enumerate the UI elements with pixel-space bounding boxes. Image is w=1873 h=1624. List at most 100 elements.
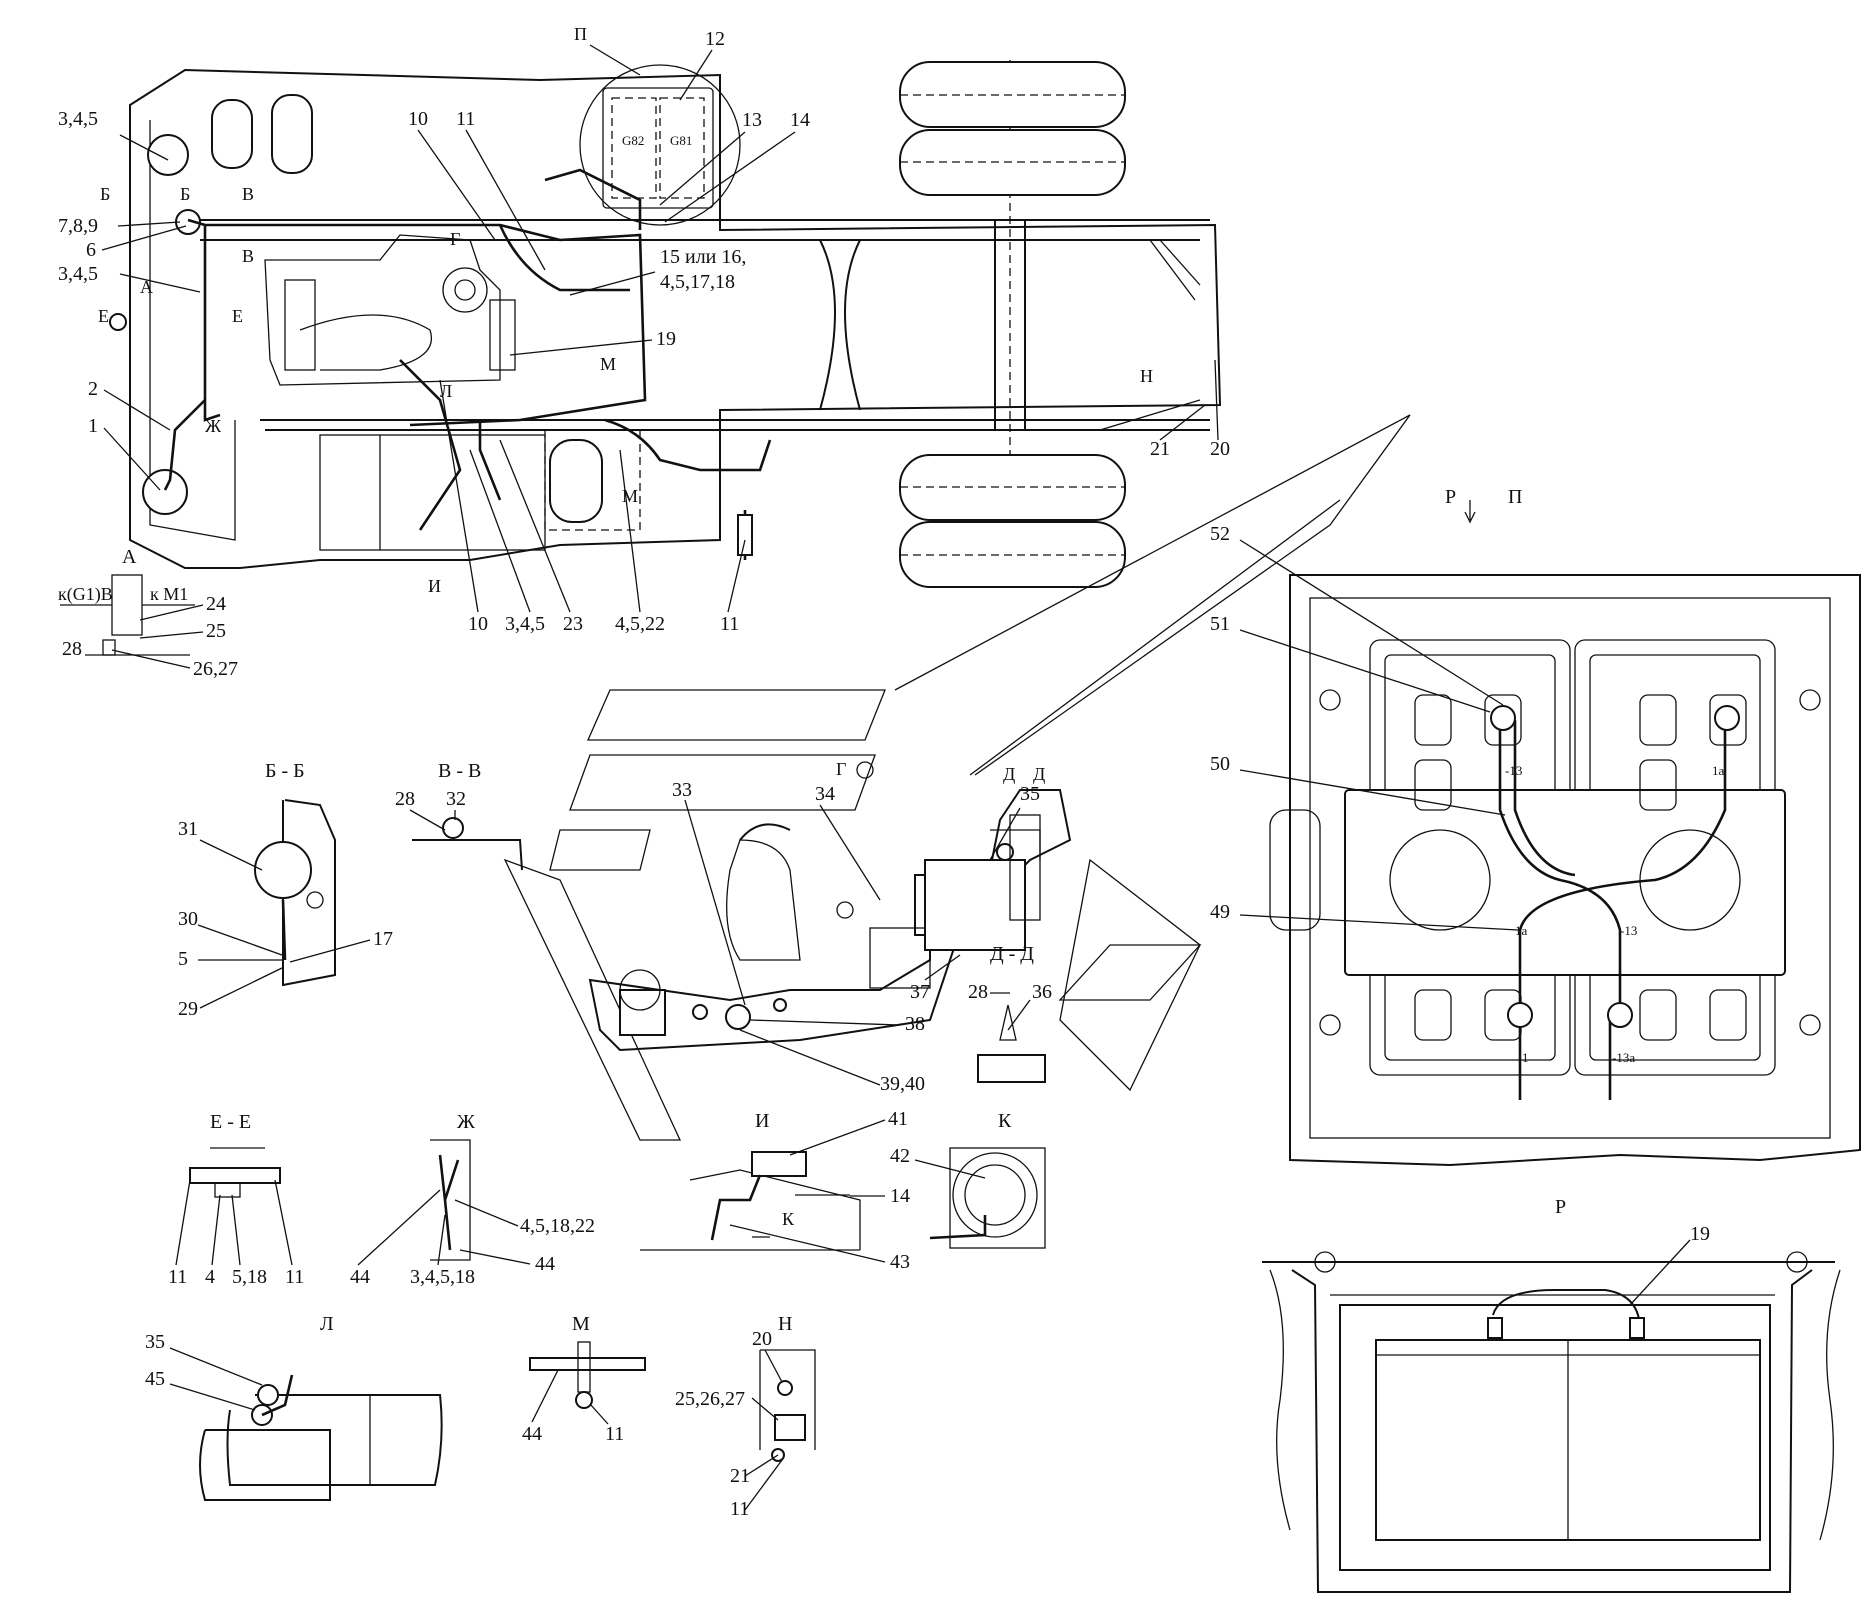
callout-38: 38 <box>905 1013 925 1035</box>
view-a-title: А <box>122 546 137 568</box>
battery-g82-mark: G82 <box>622 133 644 148</box>
section-n-mark: Н <box>1140 366 1153 386</box>
callout-3940: 39,40 <box>880 1073 925 1095</box>
view-zh: Ж 44 4,5,18,22 3,4,5,18 44 <box>350 1111 595 1288</box>
view-n: Н 20 25,26,27 21 11 <box>675 1313 816 1520</box>
zh-callout-44a: 44 <box>350 1266 370 1288</box>
view-l-title: Л <box>320 1313 334 1335</box>
callout-345-mid: 3,4,5 <box>58 263 98 285</box>
callout-14-top: 14 <box>790 109 810 131</box>
section-d-left: Д <box>1003 764 1015 784</box>
view-bb-title: Б - Б <box>265 760 305 782</box>
view-r: Р 19 <box>1262 1196 1841 1593</box>
callout-1: 1 <box>88 415 98 437</box>
callout-789: 7,8,9 <box>58 215 98 237</box>
section-b-right: Б <box>180 184 190 204</box>
view-rp-r: Р <box>1445 486 1456 508</box>
view-dd: Д - Д 28 36 <box>968 943 1052 1083</box>
ee-callout-518: 5,18 <box>232 1266 267 1288</box>
rp-term-1a: 1а <box>1712 763 1725 778</box>
callout-25: 25 <box>206 620 226 642</box>
callout-11-top: 11 <box>456 108 475 130</box>
callout-6: 6 <box>86 239 96 261</box>
r-callout-19: 19 <box>1690 1223 1710 1245</box>
callout-21: 21 <box>1150 438 1170 460</box>
i-callout-14: 14 <box>890 1185 910 1207</box>
callout-345-bot: 3,4,5 <box>505 613 545 635</box>
l-callout-45: 45 <box>145 1368 165 1390</box>
rp-callout-51: 51 <box>1210 613 1230 635</box>
callout-10-top: 10 <box>408 108 428 130</box>
view-i-k-arrow: К <box>782 1209 795 1229</box>
callout-11-bot: 11 <box>720 613 739 635</box>
callout-12: 12 <box>705 28 725 50</box>
rp-term-m13a: -13а <box>1612 1050 1635 1065</box>
rp-term-1: 1 <box>1522 1050 1529 1065</box>
callout-37: 37 <box>910 981 930 1003</box>
bb-callout-5: 5 <box>178 948 188 970</box>
view-i-title: И <box>755 1110 769 1132</box>
rp-term-1a2: 1а <box>1515 923 1528 938</box>
k-callout-42: 42 <box>890 1145 910 1167</box>
view-a: А к(G1)В к М1 24 25 26,27 28 <box>58 546 238 680</box>
view-ee: Е - Е 11 4 5,18 11 <box>168 1111 304 1288</box>
view-g-mark: Г <box>836 759 846 779</box>
section-d-right: Д <box>1033 764 1045 784</box>
vv-callout-28: 28 <box>395 788 415 810</box>
ee-callout-11a: 11 <box>168 1266 187 1288</box>
section-e-left: Е <box>98 306 109 326</box>
view-l: Л 35 45 <box>145 1313 443 1501</box>
battery-g81-mark: G81 <box>670 133 692 148</box>
view-m-title: М <box>572 1313 590 1335</box>
view-dd-title: Д - Д <box>990 943 1034 965</box>
view-a-right-label: к М1 <box>150 584 188 604</box>
bb-callout-30: 30 <box>178 908 198 930</box>
callout-28-a: 28 <box>62 638 82 660</box>
view-m: М 44 11 <box>522 1313 646 1445</box>
section-b-left: Б <box>100 184 110 204</box>
view-bb: Б - Б 31 30 5 29 17 <box>178 760 393 1020</box>
callout-15: 15 или 16, <box>660 246 746 268</box>
zh-callout-44b: 44 <box>535 1253 555 1275</box>
chassis-plan-view: G82 G81 П Б Б В В Г А Е Е Ж Л <box>98 24 1222 596</box>
section-m-mark1: М <box>600 354 616 374</box>
section-e-right: Е <box>232 306 243 326</box>
engine-view-g: Д Д Г 33 34 35 37 38 39,40 <box>503 414 1411 1141</box>
section-v-top: В <box>242 184 254 204</box>
rp-term-m13: -13 <box>1505 763 1522 778</box>
bb-callout-29: 29 <box>178 998 198 1020</box>
n-callout-20: 20 <box>752 1328 772 1350</box>
dd-callout-36: 36 <box>1032 981 1052 1003</box>
bb-callout-17: 17 <box>373 928 393 950</box>
top-callouts: 3,4,5 7,8,9 6 3,4,5 2 1 10 11 12 13 14 1… <box>58 28 1230 635</box>
callout-33: 33 <box>672 779 692 801</box>
callout-13: 13 <box>742 109 762 131</box>
zh-callout-451822: 4,5,18,22 <box>520 1215 595 1237</box>
callout-15b: 4,5,17,18 <box>660 271 735 293</box>
rp-callout-52: 52 <box>1210 523 1230 545</box>
n-callout-11: 11 <box>730 1498 749 1520</box>
callout-24: 24 <box>206 593 226 615</box>
callout-20-top: 20 <box>1210 438 1230 460</box>
view-rp-p: П <box>1508 486 1522 508</box>
bb-callout-31: 31 <box>178 818 198 840</box>
view-vv: В - В 28 32 <box>395 760 523 871</box>
view-k: К 42 <box>890 1110 1046 1249</box>
l-callout-35: 35 <box>145 1331 165 1353</box>
rp-term-m13b: -13 <box>1620 923 1637 938</box>
callout-2: 2 <box>88 378 98 400</box>
callout-23: 23 <box>563 613 583 635</box>
view-zh-title: Ж <box>457 1111 475 1133</box>
section-a-mark: А <box>140 277 153 297</box>
callout-10-bot: 10 <box>468 613 488 635</box>
callout-345-top: 3,4,5 <box>58 108 98 130</box>
view-r-title: Р <box>1555 1196 1566 1218</box>
section-i-mark: И <box>428 576 441 596</box>
n-callout-252627: 25,26,27 <box>675 1388 745 1410</box>
i-callout-41: 41 <box>888 1108 908 1130</box>
callout-4522: 4,5,22 <box>615 613 665 635</box>
zh-callout-34518: 3,4,5,18 <box>410 1266 475 1288</box>
view-k-title: К <box>998 1110 1012 1132</box>
view-vv-title: В - В <box>438 760 481 782</box>
